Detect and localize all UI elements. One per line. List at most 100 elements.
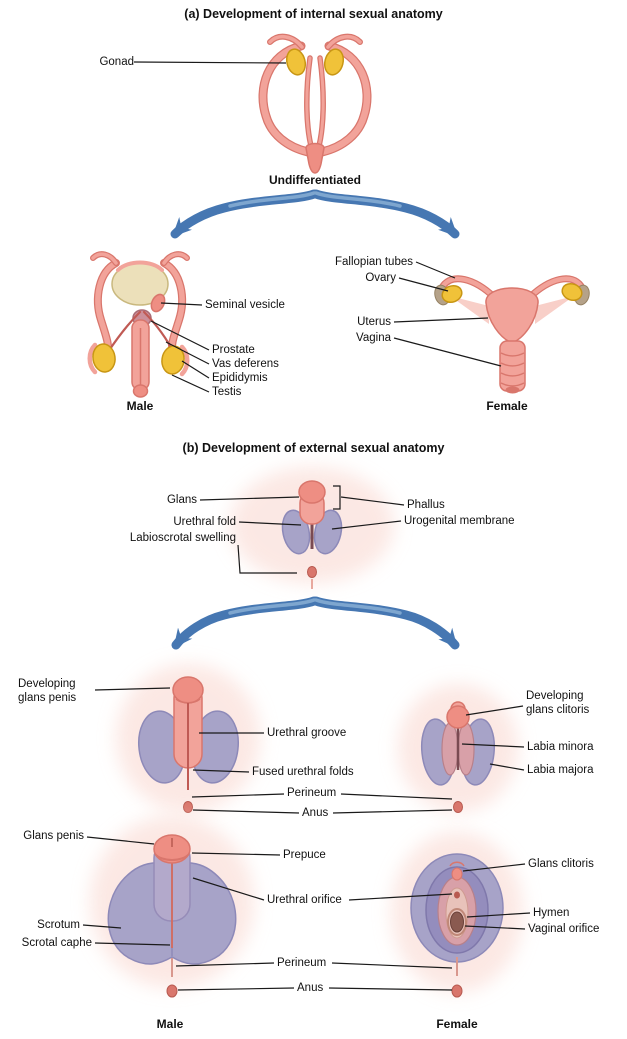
label-anus-mid: Anus: [302, 807, 329, 819]
prepuce-shape: [154, 853, 190, 861]
seminal-vesicle-shape: [150, 293, 166, 313]
developing-glans-clitoris-line: [465, 705, 524, 716]
perineum-mid-line-right: [340, 793, 453, 800]
label-phallus: Phallus: [407, 499, 445, 511]
label-labioscrotal-swelling: Labioscrotal swelling: [129, 532, 236, 544]
fused-urethral-folds-line: [192, 769, 250, 773]
anus-shape-developing-male: [183, 801, 193, 813]
anus-bottom-line-left: [177, 987, 295, 991]
hymen-line: [466, 912, 531, 918]
testis-shape-left: [92, 343, 116, 373]
epididymis-shape-left: [87, 342, 98, 375]
urethral-fold-line: [238, 521, 302, 526]
glans-line: [199, 496, 300, 501]
urethral-orifice-line-right: [348, 893, 453, 901]
undifferentiated-internal-illustration: [258, 33, 372, 174]
section-b-title: (b) Development of external sexual anato…: [182, 441, 445, 455]
labia-minora-line: [461, 743, 525, 748]
leader-lines: [82, 61, 531, 991]
label-anus-bottom: Anus: [297, 982, 324, 994]
label-glans: Glans: [166, 494, 197, 506]
vagina-line: [393, 337, 502, 367]
label-seminal-vesicle: Seminal vesicle: [205, 299, 285, 311]
label-urethral-orifice: Urethral orifice: [267, 894, 342, 906]
female-external-illustration: [391, 832, 523, 998]
anus-shape-developing-female: [453, 801, 463, 813]
labia-minora-shape-right: [457, 722, 475, 776]
ovary-shape-right: [561, 282, 583, 302]
labioscrotal-swelling-line: [237, 544, 297, 574]
phallus-line: [340, 496, 405, 506]
label-scrotal-raphe: Scrotal caphe: [21, 937, 92, 949]
glans-penis-shape: [153, 834, 191, 864]
anus-shape-female: [451, 984, 463, 998]
labia-majora-line: [489, 763, 525, 771]
developing-female-external-illustration: [398, 684, 518, 813]
anus-bottom-line-right: [328, 987, 453, 991]
label-epididymis: Epididymis: [212, 372, 268, 384]
ovary-shape-left: [441, 284, 463, 304]
developing-glans-clitoris-shape: [446, 705, 470, 729]
gonad-shape-left: [285, 48, 307, 76]
label-labia-minora: Labia minora: [527, 741, 594, 753]
label-prostate: Prostate: [212, 344, 255, 356]
gonad-shape-right: [323, 48, 345, 76]
vaginal-orifice-shape: [450, 911, 464, 933]
epididymis-shape-right: [179, 344, 190, 377]
glans-clitoris-line: [462, 863, 526, 872]
label-uterus: Uterus: [357, 316, 391, 328]
labia-minora-shape-left: [441, 722, 459, 776]
urethral-orifice-line-left: [192, 877, 265, 901]
label-male-external: Male: [156, 1017, 184, 1031]
label-glans-clitoris: Glans clitoris: [528, 858, 594, 870]
label-vas-deferens: Vas deferens: [212, 358, 279, 370]
scrotum-line: [82, 924, 122, 929]
label-ovary: Ovary: [365, 272, 396, 284]
male-internal-illustration: [87, 251, 190, 398]
hymen-shape: [447, 908, 467, 936]
prostate-line: [150, 320, 210, 351]
label-testis: Testis: [212, 386, 242, 398]
undifferentiated-base-shape: [305, 142, 325, 174]
glans-shape: [298, 480, 326, 504]
uterus-shape: [485, 287, 539, 344]
urogenital-membrane-line: [331, 520, 402, 530]
gonad-line: [133, 61, 287, 64]
seminal-vesicle-line: [160, 302, 203, 306]
epididymis-line: [181, 360, 210, 379]
label-gonad: Gonad: [99, 56, 134, 68]
label-glans-penis: Glans penis: [23, 830, 84, 842]
label-urethral-fold: Urethral fold: [173, 516, 236, 528]
developing-glans-penis-shape: [172, 676, 204, 704]
divergence-arrow-bottom: [171, 596, 460, 650]
label-fused-urethral-folds: Fused urethral folds: [252, 766, 354, 778]
anus-mid-line-right: [332, 809, 453, 814]
label-developing-glans-penis: Developing glans penis: [18, 678, 77, 704]
uterus-line: [393, 317, 489, 323]
label-prepuce: Prepuce: [283, 849, 326, 861]
section-a-title: (a) Development of internal sexual anato…: [184, 7, 443, 21]
label-perineum-bottom: Perineum: [277, 957, 327, 969]
anus-shape-male: [166, 984, 178, 998]
prepuce-line: [191, 852, 281, 856]
male-external-illustration: [90, 816, 254, 998]
label-urethral-groove: Urethral groove: [267, 727, 347, 739]
fallopian-tubes-line: [415, 261, 456, 279]
label-female-internal: Female: [486, 399, 528, 413]
label-hymen: Hymen: [533, 907, 570, 919]
ovary-line: [398, 277, 449, 292]
glans-clitoris-shape: [451, 867, 463, 881]
developing-glans-penis-line: [94, 687, 171, 691]
vas-deferens-line: [165, 341, 210, 365]
label-female-external: Female: [436, 1017, 478, 1031]
label-male-internal: Male: [126, 399, 154, 413]
perineum-bottom-line-left: [175, 962, 275, 967]
scrotal-raphe-line: [94, 942, 171, 946]
glans-penis-line: [86, 836, 155, 845]
perineum-mid-line-left: [191, 793, 285, 798]
divergence-arrow-top: [170, 189, 460, 239]
testis-line: [171, 374, 210, 393]
label-vagina: Vagina: [356, 332, 391, 344]
